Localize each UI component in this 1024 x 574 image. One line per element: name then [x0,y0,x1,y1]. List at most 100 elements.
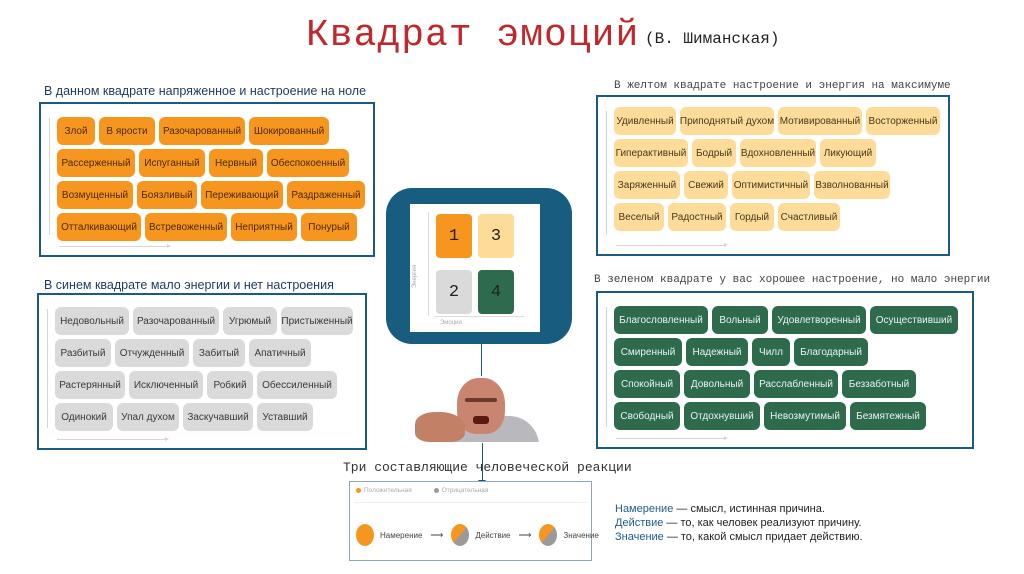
emotion-chip[interactable]: Благодарный [794,338,868,366]
emotion-chip[interactable]: Разбитый [55,339,111,367]
emotion-chip[interactable]: Расслабленный [754,370,838,398]
matrix-x-axis-label: Эмоции [440,320,462,326]
emotion-chip[interactable]: Забитый [193,339,245,367]
energy-axis [606,111,607,234]
emotion-chip[interactable]: Одинокий [55,403,113,431]
emotion-chip[interactable]: Раздраженный [287,181,365,209]
emotion-chip[interactable]: Взволнованный [814,171,890,199]
emotion-chip[interactable]: Беззаботный [842,370,916,398]
emotion-chip[interactable]: Веселый [614,203,664,231]
emotion-chip[interactable]: Благословленный [614,306,708,334]
chip-row: Благословленный Вольный Удовлетворенный … [614,306,958,334]
emotion-chip[interactable]: Растерянный [55,371,125,399]
emotion-chip[interactable]: Уставший [257,403,313,431]
author-label: (В. Шиманская) [645,30,780,48]
quadrant-2-grey[interactable]: 2 [436,270,472,314]
chip-row: Злой В ярости Разочарованный Шокированны… [57,117,365,145]
emotion-axis [616,243,728,247]
mixed-circle-icon [451,524,470,546]
emotion-chip[interactable]: Шокированный [249,117,329,145]
legend-positive: Положительная [356,487,412,494]
emotion-chip[interactable]: Ликующий [820,139,876,167]
emotion-chip[interactable]: Разочарованный [133,307,219,335]
emotion-chip[interactable]: Заскучавший [183,403,253,431]
emotion-chip[interactable]: Удивленный [614,107,676,135]
emotion-chip[interactable]: Встревоженный [145,213,227,241]
definitions: Намерение — смысл, истинная причина. Дей… [615,502,863,544]
yellow-quadrant-caption: В желтом квадрате настроение и энергия н… [614,80,951,92]
emotion-axis [59,244,171,248]
emotion-chip[interactable]: Упал духом [117,403,179,431]
emotion-matrix-card: 1 3 2 4 Энергия Эмоции [386,188,572,344]
quadrant-4-green[interactable]: 4 [478,270,514,314]
emotion-chip[interactable]: Разочарованный [159,117,245,145]
emotion-chip[interactable]: Удовлетворенный [772,306,866,334]
emotion-chip[interactable]: Гордый [730,203,774,231]
emotion-chip[interactable]: Спокойный [614,370,680,398]
emotion-chip[interactable]: Испуганный [139,149,205,177]
energy-axis [47,309,48,428]
chip-row: Заряженный Свежий Оптимистичный Взволнов… [614,171,940,199]
emotion-chip[interactable]: Угрюмый [223,307,277,335]
emotion-chip[interactable]: Робкий [207,371,253,399]
yellow-quadrant-panel: Удивленный Приподнятый духом Мотивирован… [596,95,950,256]
emotion-chip[interactable]: Возмущенный [57,181,133,209]
emotion-chip[interactable]: Свободный [614,402,680,430]
emotion-chip[interactable]: Пристыженный [281,307,353,335]
emotion-chip[interactable]: Гиперактивный [614,139,688,167]
emotion-chip[interactable]: Счастливый [778,203,840,231]
emotion-chip[interactable]: Нервный [209,149,263,177]
definition-meaning: Значение — то, какой смысл придает дейст… [615,531,863,543]
emotion-chip[interactable]: Боязливый [137,181,197,209]
reaction-flow: Намерение ⟶ Действие ⟶ Значение [356,524,599,546]
emotion-chip[interactable]: Отдохнувший [684,402,760,430]
emotion-chip[interactable]: Обеспокоенный [267,149,349,177]
chip-row: Удивленный Приподнятый духом Мотивирован… [614,107,940,135]
emotion-chip[interactable]: В ярости [99,117,155,145]
definition-action: Действие — то, как человек реализуют при… [615,517,862,529]
green-quadrant-caption: В зеленом квадрате у вас хорошее настрое… [594,274,991,286]
emotion-chip[interactable]: Отталкивающий [57,213,141,241]
emotion-chip[interactable]: Оптимистичный [732,171,810,199]
emotion-chip[interactable]: Обессиленный [257,371,337,399]
emotion-chip[interactable]: Смиренный [614,338,682,366]
emotion-chip[interactable]: Безмятежный [850,402,926,430]
emotion-axis [57,437,169,441]
emotion-chip[interactable]: Довольный [684,370,750,398]
emotion-chip[interactable]: Надежный [686,338,748,366]
emotion-chip[interactable]: Исключенный [129,371,203,399]
step-meaning: Значение [563,530,599,540]
positive-circle-icon [356,524,374,546]
emotion-chip[interactable]: Неприятный [231,213,297,241]
grey-dot-icon [433,487,439,493]
matrix-energy-axis [428,212,429,316]
quadrant-3-yellow[interactable]: 3 [478,214,514,258]
emotion-chip[interactable]: Радостный [668,203,726,231]
emotion-chip[interactable]: Рассерженный [57,149,135,177]
orange-quadrant-panel: Злой В ярости Разочарованный Шокированны… [39,102,375,257]
emotion-chip[interactable]: Чилл [752,338,790,366]
emotion-chip[interactable]: Мотивированный [778,107,862,135]
emotion-chip[interactable]: Апатичный [249,339,311,367]
divider [354,502,587,503]
emotion-chip[interactable]: Заряженный [614,171,680,199]
step-action: Действие [475,530,511,540]
emotion-chip[interactable]: Бодрый [692,139,736,167]
arrow-right-icon: ⟶ [518,529,532,540]
emotion-chip[interactable]: Понурый [301,213,357,241]
emotion-chip[interactable]: Вольный [712,306,768,334]
emotion-chip[interactable]: Отчужденный [115,339,189,367]
quadrant-1-orange[interactable]: 1 [436,214,472,258]
emotion-chip[interactable]: Невозмутимый [764,402,846,430]
emotion-chip[interactable]: Осуществивший [870,306,958,334]
emotion-chip[interactable]: Переживающий [201,181,283,209]
angry-man-photo [415,376,539,442]
emotion-chip[interactable]: Восторженный [866,107,940,135]
green-chip-grid: Благословленный Вольный Удовлетворенный … [614,306,958,434]
emotion-chip[interactable]: Свежий [684,171,728,199]
chip-row: Спокойный Довольный Расслабленный Беззаб… [614,370,958,398]
emotion-chip[interactable]: Приподнятый духом [680,107,774,135]
emotion-chip[interactable]: Злой [57,117,95,145]
emotion-chip[interactable]: Недовольный [55,307,129,335]
emotion-chip[interactable]: Вдохновленный [740,139,816,167]
